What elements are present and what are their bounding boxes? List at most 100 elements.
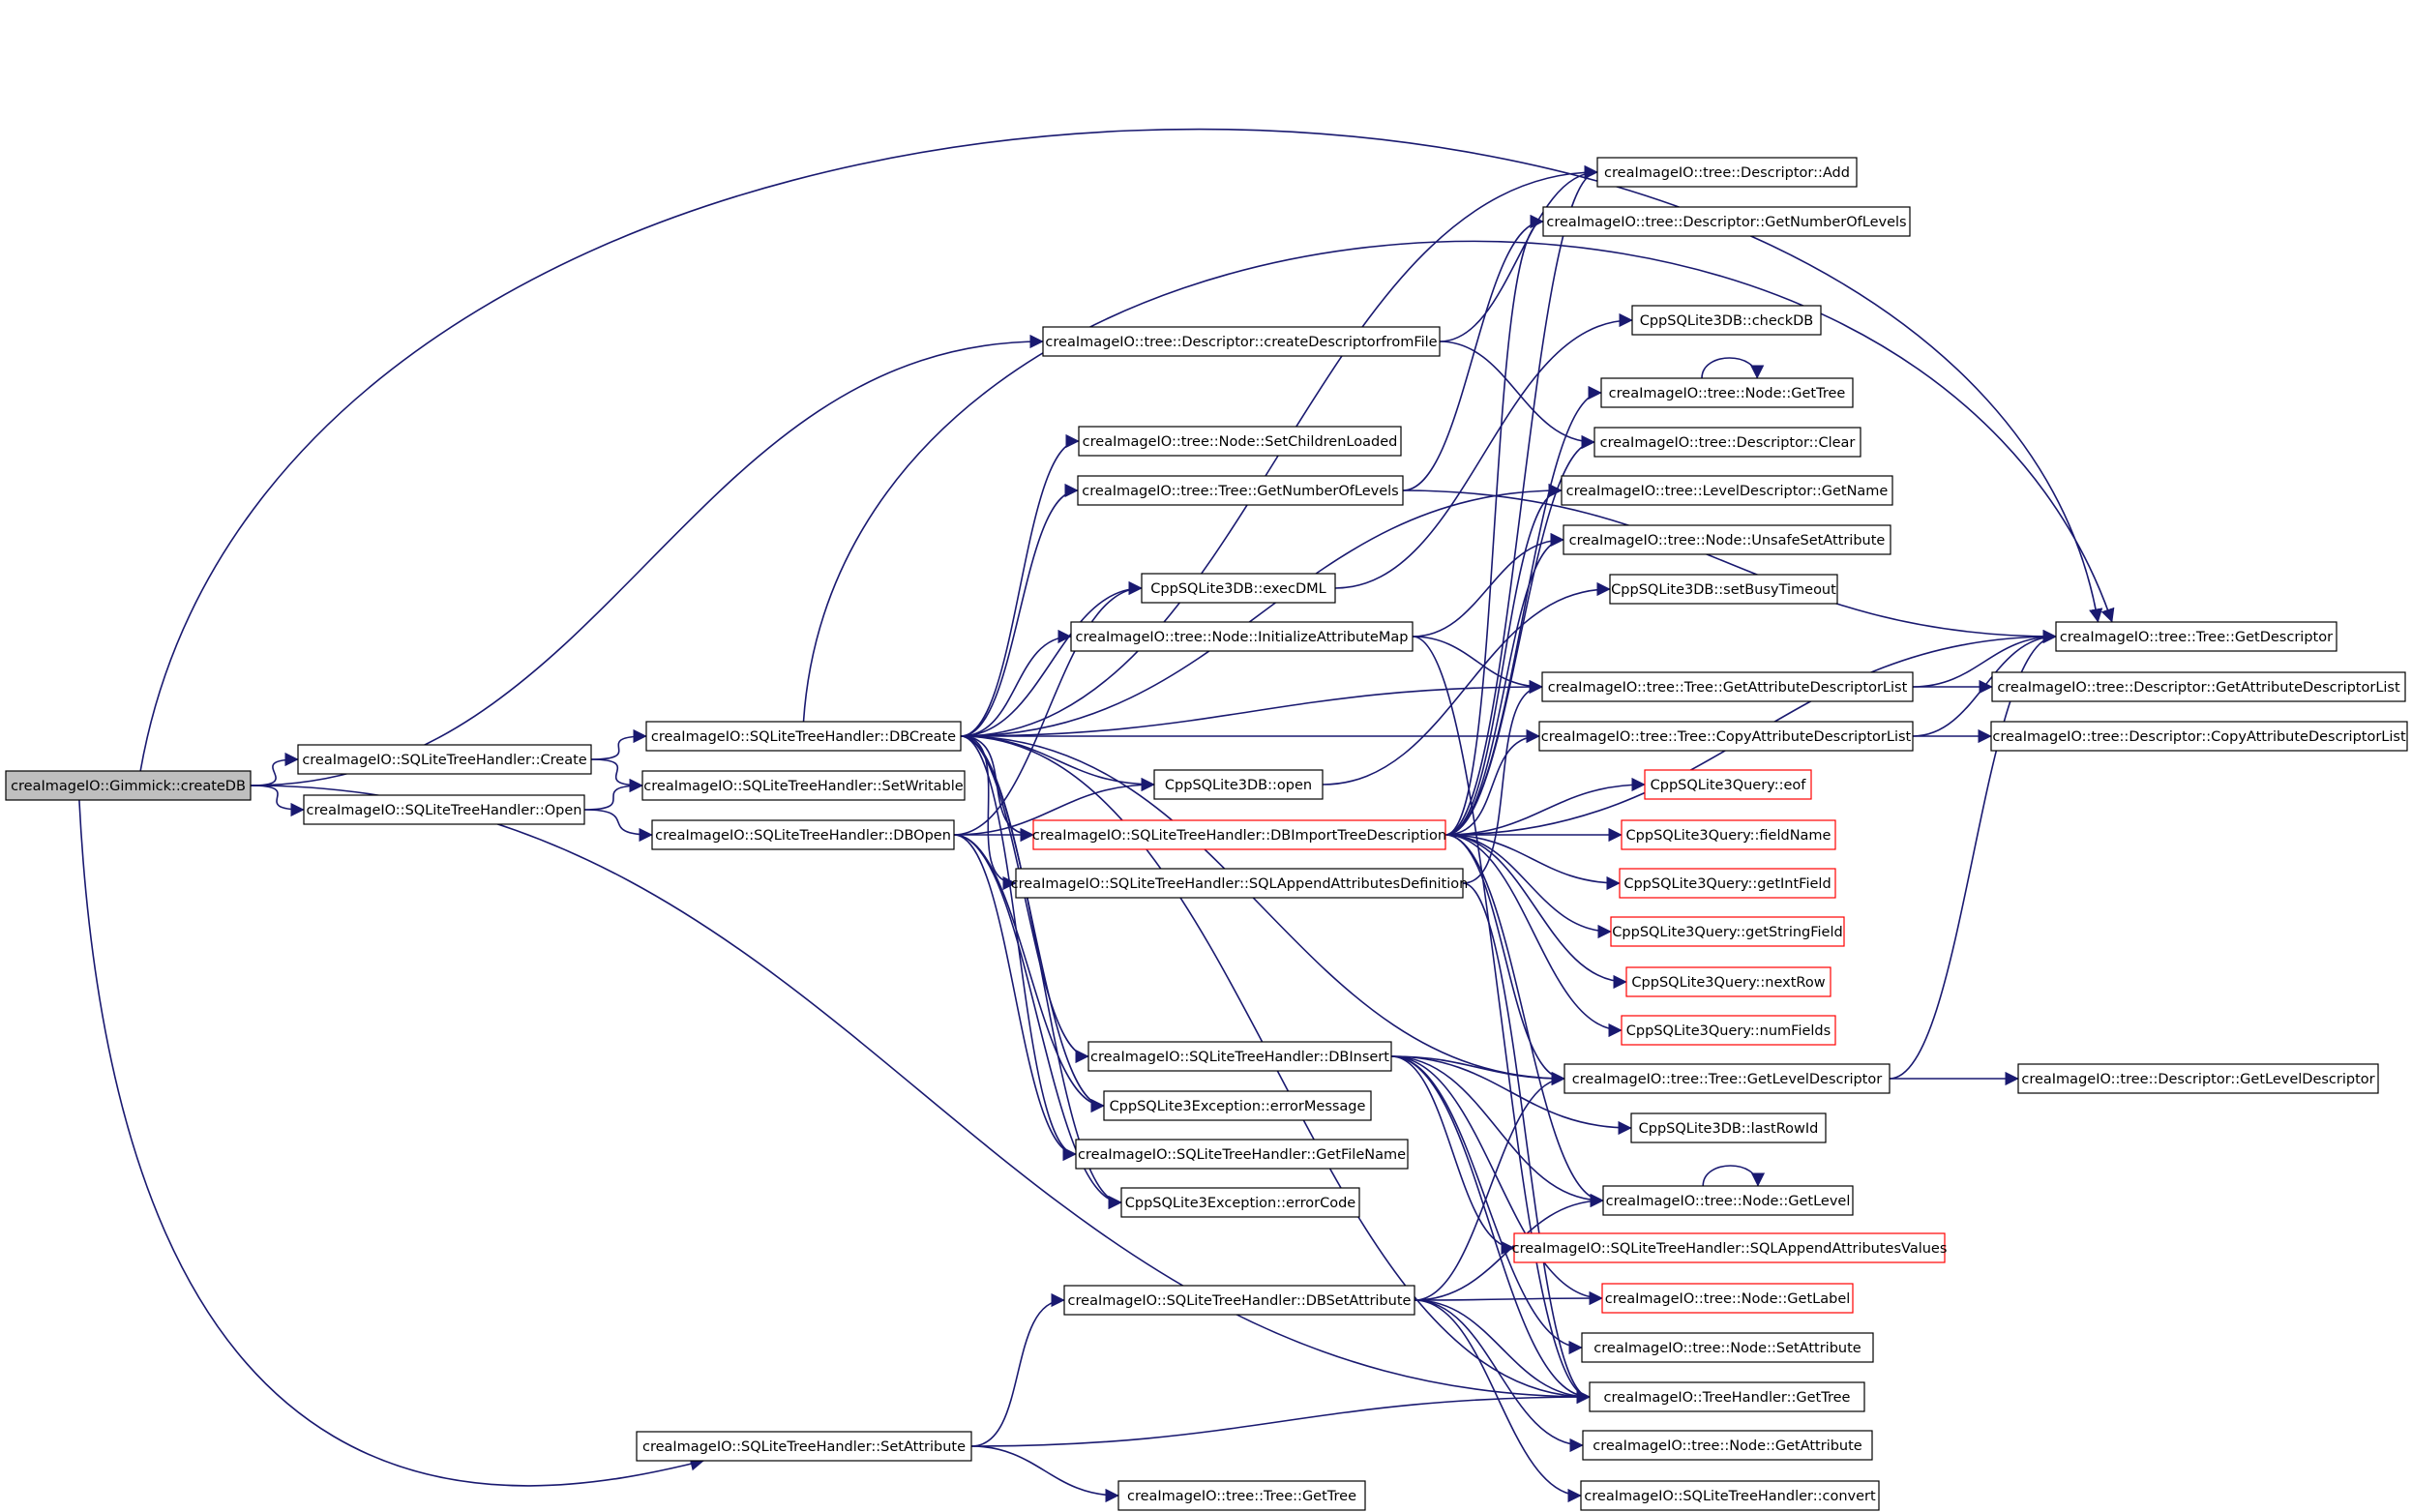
call-edge-desc_createfromfile-to-desc_add (1439, 164, 1598, 342)
node-tree-getdescriptor[interactable]: creaImageIO::tree::Tree::GetDescriptor (2055, 621, 2338, 652)
node-label: creaImageIO::tree::Node::SetAttribute (1593, 1341, 1861, 1356)
node-desc-getattrdesclist[interactable]: creaImageIO::tree::Descriptor::GetAttrib… (1991, 671, 2406, 702)
node-sqlth-dbcreate[interactable]: creaImageIO::SQLiteTreeHandler::DBCreate (645, 721, 962, 752)
node-label: creaImageIO::tree::Tree::GetDescriptor (2060, 630, 2333, 645)
node-sqlth-convert[interactable]: creaImageIO::SQLiteTreeHandler::convert (1580, 1480, 1880, 1511)
node-tree-gettree[interactable]: creaImageIO::tree::Tree::GetTree (1117, 1480, 1366, 1511)
node-label: creaImageIO::SQLiteTreeHandler::DBOpen (655, 828, 951, 844)
node-sqlth-dbinsert[interactable]: creaImageIO::SQLiteTreeHandler::DBInsert (1087, 1041, 1392, 1072)
node-label: creaImageIO::tree::Node::GetTree (1609, 386, 1846, 401)
node-label: creaImageIO::SQLiteTreeHandler::DBInsert (1090, 1050, 1389, 1065)
call-edge-sqlth_dbcreate-to-tree_getnumberoflevels (960, 483, 1079, 737)
node-sqlth-sqlappendattrvalues[interactable]: creaImageIO::SQLiteTreeHandler::SQLAppen… (1512, 1232, 1948, 1263)
node-desc-copyattrdesclist[interactable]: creaImageIO::tree::Descriptor::CopyAttri… (1990, 721, 2408, 752)
node-box (1630, 1112, 1827, 1143)
node-cppq-numfields[interactable]: CppSQLite3Query::numFields (1621, 1015, 1836, 1046)
node-box (651, 819, 955, 850)
node-box (1991, 671, 2406, 702)
node-label: creaImageIO::tree::Node::SetChildrenLoad… (1083, 434, 1398, 450)
node-box (1631, 305, 1822, 336)
node-th-gettree[interactable]: creaImageIO::TreeHandler::GetTree (1589, 1381, 1865, 1412)
node-box (1542, 206, 1911, 237)
node-cppdb-open[interactable]: CppSQLite3DB::open (1153, 769, 1324, 800)
node-cppq-eof[interactable]: CppSQLite3Query::eof (1644, 769, 1812, 800)
node-label: creaImageIO::tree::LevelDescriptor::GetN… (1566, 484, 1889, 499)
node-cppq-nextrow[interactable]: CppSQLite3Query::nextRow (1625, 966, 1831, 997)
node-leveldesc-getname[interactable]: creaImageIO::tree::LevelDescriptor::GetN… (1561, 475, 1893, 506)
node-sqlth-sqlappendattrdef[interactable]: creaImageIO::SQLiteTreeHandler::SQLAppen… (1011, 868, 1469, 899)
node-tree-copyattrdesclist[interactable]: creaImageIO::tree::Tree::CopyAttributeDe… (1538, 721, 1914, 752)
node-sqlth-dbopen[interactable]: creaImageIO::SQLiteTreeHandler::DBOpen (651, 819, 955, 850)
node-box (1580, 1480, 1880, 1511)
call-edge-sqlth_dbcreate-to-node_setchildrenloaded (960, 433, 1080, 737)
node-node-gettree[interactable]: creaImageIO::tree::Node::GetTree (1600, 377, 1854, 408)
node-cppdb-setbusytimeout[interactable]: CppSQLite3DB::setBusyTimeout (1609, 574, 1838, 605)
node-node-initattributemap[interactable]: creaImageIO::tree::Node::InitializeAttri… (1070, 621, 1414, 652)
node-desc-clear[interactable]: creaImageIO::tree::Descriptor::Clear (1593, 427, 1861, 458)
node-box (5, 770, 252, 801)
call-edge-sqlth_dbopen-to-cppdb_open (953, 777, 1155, 836)
call-edge-cppdb_execdml-to-cppdb_checkdb (1334, 312, 1633, 589)
node-sqlth-create[interactable]: creaImageIO::SQLiteTreeHandler::Create (297, 744, 592, 775)
node-cppq-getstringfield[interactable]: CppSQLite3Query::getStringField (1610, 916, 1845, 947)
node-desc-getnumberoflevels[interactable]: creaImageIO::tree::Descriptor::GetNumber… (1542, 206, 1911, 237)
call-edge-sqlth_dbcreate-to-leveldesc_getname (960, 483, 1563, 737)
call-edge-sqlth_dbimporttreedesc-to-cppq_nextrow (1444, 834, 1627, 990)
node-sqlth-open[interactable]: creaImageIO::SQLiteTreeHandler::Open (303, 794, 585, 825)
call-edge-sqlth_dbsetattribute-to-tree_getleveldesc (1414, 1071, 1565, 1301)
call-edge-sqlth_dbimporttreedesc-to-node_unsafesetattribute (1444, 532, 1564, 836)
node-node-unsafesetattribute[interactable]: creaImageIO::tree::Node::UnsafeSetAttrib… (1563, 524, 1891, 555)
node-cppdb-execdml[interactable]: CppSQLite3DB::execDML (1141, 573, 1336, 604)
node-box (1621, 1015, 1836, 1046)
node-cppdb-checkdb[interactable]: CppSQLite3DB::checkDB (1631, 305, 1822, 336)
node-label: creaImageIO::tree::Tree::CopyAttributeDe… (1541, 729, 1912, 745)
call-edge-sqlth_dbcreate-to-sqlth_sqlappendattrdef (960, 735, 1017, 891)
node-label: creaImageIO::Gimmick::createDB (11, 779, 246, 794)
node-label: creaImageIO::SQLiteTreeHandler::Open (307, 803, 582, 818)
call-edge-sqlth_dbopen-to-cppdb_execdml (953, 580, 1143, 836)
call-edge-sqlth_dbimporttreedesc-to-cppq_getintfield (1444, 834, 1621, 891)
node-label: CppSQLite3Query::getIntField (1623, 876, 1831, 892)
node-node-getlevel[interactable]: creaImageIO::tree::Node::GetLevel (1602, 1185, 1854, 1216)
call-edge-sqlth_sqlappendattrdef-to-th_gettree (1462, 882, 1591, 1405)
node-cppex-errormessage[interactable]: CppSQLite3Exception::errorMessage (1103, 1090, 1372, 1121)
node-cppq-getintfield[interactable]: CppSQLite3Query::getIntField (1619, 868, 1836, 899)
node-desc-getleveldesc[interactable]: creaImageIO::tree::Descriptor::GetLevelD… (2017, 1063, 2379, 1094)
node-node-getattribute[interactable]: creaImageIO::tree::Node::GetAttribute (1582, 1430, 1873, 1461)
node-sqlth-getfilename[interactable]: creaImageIO::SQLiteTreeHandler::GetFileN… (1075, 1139, 1409, 1170)
node-label: creaImageIO::SQLiteTreeHandler::SQLAppen… (1512, 1241, 1948, 1257)
node-label: creaImageIO::SQLiteTreeHandler::SetAttri… (642, 1439, 966, 1455)
node-box (1563, 524, 1891, 555)
node-box (1593, 427, 1861, 458)
node-sqlth-setattribute[interactable]: creaImageIO::SQLiteTreeHandler::SetAttri… (636, 1431, 972, 1462)
node-node-getlabel[interactable]: creaImageIO::tree::Node::GetLabel (1601, 1283, 1854, 1314)
node-label: creaImageIO::tree::Node::GetAttribute (1593, 1438, 1862, 1454)
node-desc-createfromfile[interactable]: creaImageIO::tree::Descriptor::createDes… (1042, 326, 1441, 357)
node-sqlth-dbimporttreedesc[interactable]: creaImageIO::SQLiteTreeHandler::DBImport… (1032, 819, 1446, 850)
node-tree-getnumberoflevels[interactable]: creaImageIO::tree::Tree::GetNumberOfLeve… (1077, 475, 1404, 506)
node-cppdb-lastrowid[interactable]: CppSQLite3DB::lastRowId (1630, 1112, 1827, 1143)
node-tree-getleveldesc[interactable]: creaImageIO::tree::Tree::GetLevelDescrip… (1563, 1063, 1891, 1094)
call-edge-cppdb_open-to-cppdb_setbusytimeout (1322, 581, 1611, 786)
call-edge-gimmick_createdb-to-desc_createfromfile (250, 334, 1044, 786)
node-sqlth-setwritable[interactable]: creaImageIO::SQLiteTreeHandler::SetWrita… (641, 770, 966, 801)
node-sqlth-dbsetattribute[interactable]: creaImageIO::SQLiteTreeHandler::DBSetAtt… (1063, 1285, 1415, 1316)
node-desc-add[interactable]: creaImageIO::tree::Descriptor::Add (1596, 157, 1858, 188)
node-cppex-errorcode[interactable]: CppSQLite3Exception::errorCode (1120, 1187, 1360, 1218)
node-tree-getattrdesclist[interactable]: creaImageIO::tree::Tree::GetAttributeDes… (1541, 671, 1914, 702)
node-box (1087, 1041, 1392, 1072)
call-edge-tree_getattrdesclist-to-tree_getdescriptor (1912, 629, 2057, 688)
node-label: creaImageIO::tree::Descriptor::GetNumber… (1546, 215, 1906, 230)
node-node-setattribute[interactable]: creaImageIO::tree::Node::SetAttribute (1581, 1332, 1874, 1363)
node-cppq-fieldname[interactable]: CppSQLite3Query::fieldName (1621, 819, 1836, 850)
node-gimmick-createdb[interactable]: creaImageIO::Gimmick::createDB (5, 770, 252, 801)
node-box (1063, 1285, 1415, 1316)
call-edge-sqlth_dbimporttreedesc-to-cppq_eof (1444, 777, 1646, 836)
call-edge-sqlth_dbimporttreedesc-to-desc_getnumberoflevels (1444, 214, 1544, 836)
node-box (1621, 819, 1836, 850)
node-label: creaImageIO::tree::Node::InitializeAttri… (1076, 630, 1409, 645)
call-edge-sqlth_open-to-sqlth_dbopen (583, 809, 653, 843)
node-box (1625, 966, 1831, 997)
node-box (1990, 721, 2408, 752)
node-node-setchildrenloaded[interactable]: creaImageIO::tree::Node::SetChildrenLoad… (1078, 426, 1402, 457)
